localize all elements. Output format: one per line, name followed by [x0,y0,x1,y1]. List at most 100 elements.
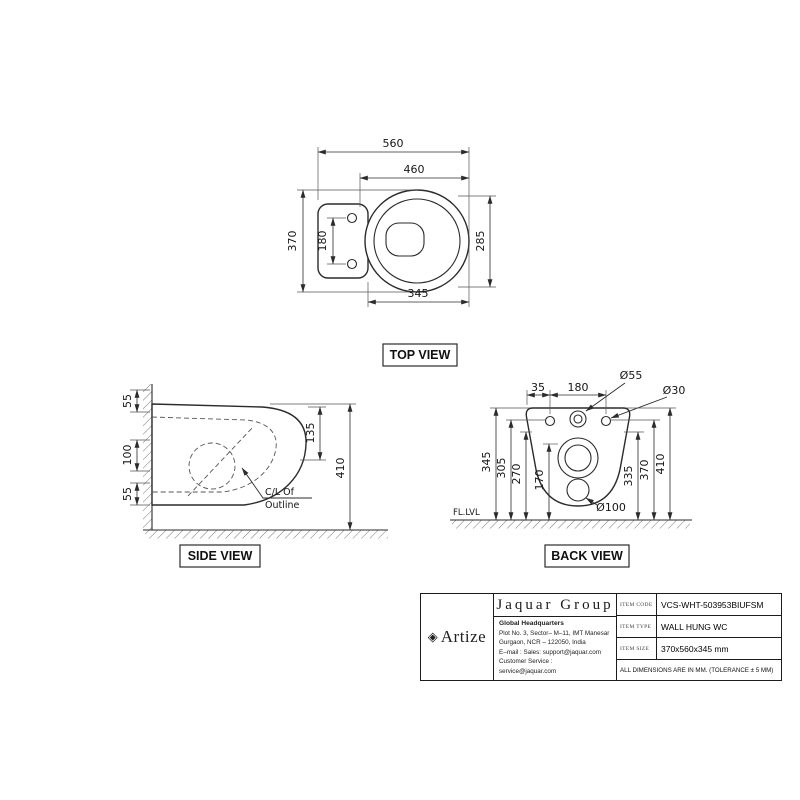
dia-30-callout: Ø30 [610,384,686,419]
top-center-hole-inner [573,414,583,424]
brand-name: Artize [440,627,487,646]
side-view-label-box [179,544,261,568]
top-view-label: TOP VIEW [390,348,451,362]
side-dim-410-label: 410 [334,458,347,479]
side-view-label: SIDE VIEW [188,549,253,563]
side-dim-135-label: 135 [304,423,317,444]
wall-hatch [143,384,152,530]
dia-100-label: Ø100 [596,501,626,514]
dim-305: 305 [495,419,545,521]
side-dim-55-bottom-label: 55 [121,487,134,501]
inlet-opening-inner [564,444,592,472]
dim-370: 370 [611,419,660,521]
item-code-value: VCS-WHT-503953BIUFSM [661,599,764,610]
side-dim-100-label: 100 [121,445,134,466]
top-dim-180-label: 180 [316,231,329,252]
dim-345: 345 [480,407,530,521]
dim-410: 410 [270,403,356,531]
item-size-row: ITEM SIZE 370x560x345 mm [617,638,781,660]
dim-560: 560 [317,137,470,236]
centerline-note-line2: Outline [265,500,300,511]
email-line: E–mail : Sales: support@jaquar.com [499,648,601,656]
top-view: 560 460 370 180 285 34 [286,137,496,367]
back-dim-270-label: 270 [510,464,523,485]
dia-55-label: Ø55 [620,369,643,382]
top-dim-460-label: 460 [404,163,425,176]
item-code-label: ITEM CODE [617,594,657,615]
top-dim-345-label: 345 [408,287,429,300]
back-dim-335-label: 335 [622,466,635,487]
back-dim-170-label: 170 [533,470,546,491]
item-type-label: ITEM TYPE [617,616,657,637]
customer-service-line: Customer Service : service@jaquar.com [499,658,557,675]
fixing-hole-right [600,415,612,427]
dim-180: 180 [549,381,607,414]
hidden-trap-outline [188,442,236,490]
item-code-row: ITEM CODE VCS-WHT-503953BIUFSM [617,594,781,616]
item-size-value: 370x560x345 mm [661,643,729,654]
back-dim-180-label: 180 [568,381,589,394]
top-dim-560-label: 560 [383,137,404,150]
dia-30-label: Ø30 [663,384,686,397]
dim-270: 270 [510,431,532,521]
inlet-opening-outer [557,437,599,479]
back-view-label-box [544,544,630,568]
title-block: ◈ Artize Jaquar Group Global Headquarter… [420,593,782,681]
fixing-hole-left [544,415,556,427]
dia-55-callout: Ø55 [585,369,643,412]
top-center-hole [569,410,587,428]
hinge-hole-top [346,212,358,224]
brand-logo: ◈ Artize [421,594,494,680]
top-dim-370-label: 370 [286,231,299,252]
seat-lid-outline [364,189,470,293]
back-dim-35-label: 35 [531,381,545,394]
back-dim-410-label: 410 [654,454,667,475]
top-view-label-box [382,343,458,367]
hidden-inner-profile [151,416,277,493]
dim-180: 180 [316,217,346,265]
floor-hatch [452,520,690,529]
seat-ring-outline [373,198,461,284]
outline-centerline [187,425,255,497]
dim-100: 100 [121,439,150,472]
wc-side-profile [151,403,307,506]
item-size-label: ITEM SIZE [617,638,657,659]
side-dim-55-top-label: 55 [121,394,134,408]
back-dim-345-label: 345 [480,452,493,473]
company-name: Jaquar Group [494,594,616,617]
artize-logo-icon: ◈ [427,629,438,644]
address-line-2: Gurgaon, NCR – 122050, India [499,639,586,647]
back-dim-305-label: 305 [495,458,508,479]
hinge-hole-bottom [346,258,358,270]
dim-285: 285 [458,195,496,288]
wc-back-outline [525,407,631,507]
item-info-block: ITEM CODE VCS-WHT-503953BIUFSM ITEM TYPE… [617,594,781,680]
floor-hatch [145,530,388,539]
dim-345: 345 [367,246,470,307]
dim-55-top: 55 [121,389,150,413]
dim-370: 370 [286,189,418,293]
dim-410: 410 [626,407,676,521]
top-dim-285-label: 285 [474,231,487,252]
dim-170: 170 [533,443,558,521]
company-block: Jaquar Group Global Headquarters Plot No… [494,594,617,680]
back-view-label: BACK VIEW [551,549,623,563]
dimensions-note: ALL DIMENSIONS ARE IN MM. (TOLERANCE ± 5… [620,666,774,674]
centerline-note: C/L Of Outline [241,467,312,511]
centerline-note-line1: C/L Of [265,487,295,498]
dia-100-callout: Ø100 [585,497,626,514]
back-dim-370-label: 370 [638,460,651,481]
dim-335: 335 [622,431,644,521]
item-type-row: ITEM TYPE WALL HUNG WC [617,616,781,638]
side-view: 55 100 55 135 410 C/L Of Outl [121,384,388,568]
company-address: Global Headquarters Plot No. 3, Sector– … [494,617,616,678]
dim-35: 35 [526,381,551,414]
dim-135: 135 [300,406,326,461]
bowl-opening-outline [385,222,425,257]
dim-55-bottom: 55 [121,482,150,506]
hq-title: Global Headquarters [499,620,564,627]
outlet-opening [566,478,590,502]
item-type-value: WALL HUNG WC [661,621,728,632]
